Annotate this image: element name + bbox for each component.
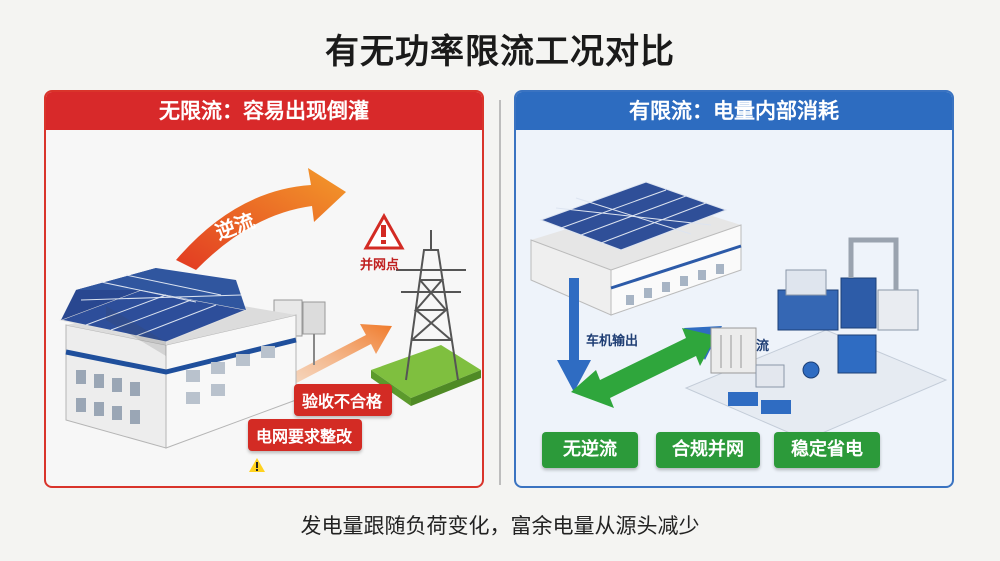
warning-icon [249,458,265,472]
limit-panel-header: 有限流：电量内部消耗 [516,92,952,130]
reverse-flow-arrow [176,168,346,270]
page-title: 有无功率限流工况对比 [325,32,675,72]
acceptance-failed-label: 验收不合格 [302,392,383,411]
energy-equipment-icon [684,237,948,441]
factory-with-solar-icon [530,181,742,316]
no-limit-illustration: 逆流 并网点 [59,168,481,449]
no-limit-panel: 无限流：容易出现倒灌 逆流 [44,90,484,488]
footer-caption: 发电量跟随负荷变化，富余电量从源头减少 [300,514,700,538]
limit-panel: 有限流：电量内部消耗 控流 车机输出 [514,90,954,488]
acceptance-failed-tag: 验收不合格 [294,384,393,437]
reverse-flow-label: 逆流 [212,208,258,244]
no-limit-panel-header: 无限流：容易出现倒灌 [46,92,482,130]
grid-rectification-label: 电网要求整改 [256,427,353,446]
grid-rectification-tag: 电网要求整改 [248,419,363,472]
grid-point-label: 并网点 [360,257,399,273]
no-reverse-flow-badge: 无逆流 [542,432,638,468]
transmission-tower [396,230,466,381]
panel-divider [499,100,501,485]
stable-saving-badge: 稳定省电 [774,432,880,468]
vehicle-output-label: 车机输出 [586,333,638,349]
factory-with-solar-icon [59,268,297,449]
limit-illustration: 控流 车机输出 [530,181,948,441]
grid-point-warning-icon [363,212,405,250]
compliant-grid-badge: 合规并网 [656,432,760,468]
balance-arrow [571,328,716,408]
output-down-arrow [557,278,591,392]
